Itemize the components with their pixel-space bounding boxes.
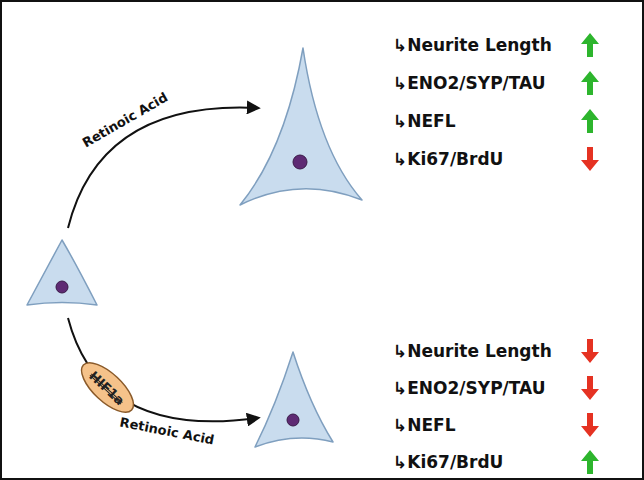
marker-readout: ↳ENO2/SYP/TAU [393, 73, 546, 93]
treatment-arrow [68, 318, 258, 421]
treatment-label: Retinoic Acid [80, 90, 171, 151]
nucleus [287, 414, 299, 426]
marker-readout: ↳Neurite Length [393, 35, 552, 55]
up-arrow [581, 109, 599, 133]
marker-readout: ↳ENO2/SYP/TAU [393, 378, 546, 398]
up-arrow [581, 71, 599, 95]
nucleus [56, 281, 68, 293]
marker-readout: ↳NEFL [393, 415, 456, 435]
down-arrow [581, 376, 599, 400]
marker-readout: ↳Ki67/BrdU [393, 452, 503, 472]
impaired-neuron [255, 352, 333, 447]
treatment-label: Retinoic Acid [118, 414, 215, 447]
up-arrow [581, 33, 599, 57]
down-arrow [581, 413, 599, 437]
marker-readout: ↳Neurite Length [393, 341, 552, 361]
marker-readout: ↳Ki67/BrdU [393, 149, 503, 169]
down-arrow [581, 147, 599, 171]
down-arrow [581, 339, 599, 363]
progenitor-cell [27, 240, 97, 305]
marker-readout: ↳NEFL [393, 111, 456, 131]
gene-knockdown-ellipse: HIF1a [71, 352, 143, 422]
treatment-arrow [68, 108, 258, 228]
up-arrow [581, 450, 599, 474]
nucleus [293, 155, 307, 169]
differentiated-neuron [240, 48, 362, 205]
